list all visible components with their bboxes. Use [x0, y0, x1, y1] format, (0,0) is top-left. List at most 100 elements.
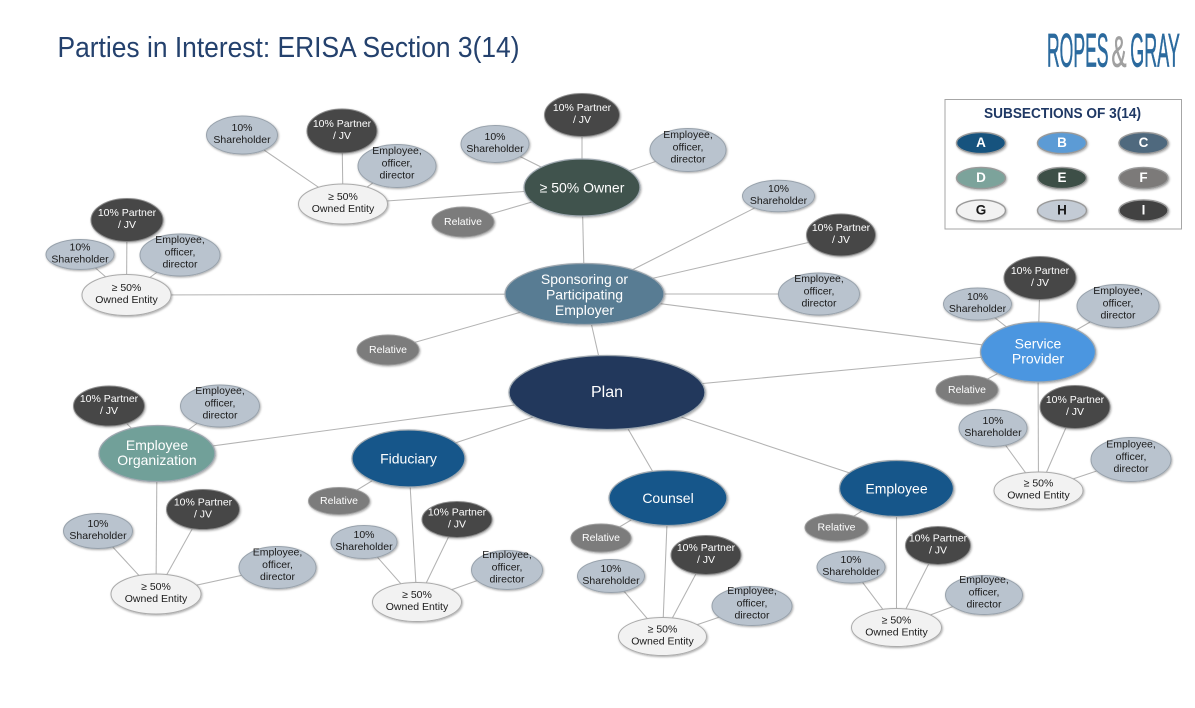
svg-text:Employee,: Employee,: [794, 273, 844, 285]
svg-text:ROPES: ROPES: [1047, 23, 1109, 76]
svg-text:director: director: [162, 259, 198, 271]
svg-text:10% Partner: 10% Partner: [98, 207, 157, 219]
svg-text:10% Partner: 10% Partner: [677, 542, 736, 554]
svg-text:director: director: [489, 574, 525, 586]
svg-text:Employer: Employer: [555, 302, 614, 318]
svg-text:Shareholder: Shareholder: [750, 195, 808, 207]
svg-text:C: C: [1139, 135, 1149, 150]
svg-text:officer,: officer,: [205, 397, 236, 409]
svg-text:≥ 50%: ≥ 50%: [141, 581, 171, 593]
svg-text:10%: 10%: [768, 183, 789, 195]
svg-text:Owned Entity: Owned Entity: [865, 627, 928, 639]
svg-text:10%: 10%: [982, 415, 1003, 427]
svg-text:10%: 10%: [967, 291, 988, 303]
svg-text:H: H: [1057, 202, 1067, 217]
svg-text:Shareholder: Shareholder: [335, 541, 393, 553]
svg-text:10%: 10%: [600, 563, 621, 575]
svg-text:/ JV: / JV: [333, 130, 351, 142]
svg-text:G: G: [976, 202, 987, 217]
svg-text:/ JV: / JV: [697, 554, 715, 566]
svg-text:director: director: [202, 410, 238, 422]
svg-text:director: director: [801, 298, 837, 310]
svg-text:Shareholder: Shareholder: [582, 575, 640, 587]
svg-text:≥ 50%: ≥ 50%: [882, 614, 912, 626]
svg-text:director: director: [670, 154, 706, 166]
svg-text:Employee,: Employee,: [372, 145, 422, 157]
svg-text:Provider: Provider: [1012, 350, 1064, 366]
svg-text:E: E: [1057, 170, 1066, 185]
svg-text:10% Partner: 10% Partner: [812, 222, 871, 234]
svg-text:officer,: officer,: [492, 561, 523, 573]
svg-text:officer,: officer,: [737, 597, 768, 609]
svg-text:10%: 10%: [69, 241, 90, 253]
svg-text:Relative: Relative: [320, 495, 358, 507]
svg-text:Relative: Relative: [948, 384, 986, 396]
svg-text:≥ 50%: ≥ 50%: [648, 623, 678, 635]
svg-text:10% Partner: 10% Partner: [174, 496, 233, 508]
svg-text:Owned Entity: Owned Entity: [631, 636, 694, 648]
svg-text:Relative: Relative: [582, 532, 620, 544]
svg-text:Counsel: Counsel: [642, 490, 693, 506]
svg-text:/ JV: / JV: [832, 234, 850, 246]
svg-text:I: I: [1142, 202, 1146, 217]
svg-text:10%: 10%: [484, 131, 505, 143]
svg-text:officer,: officer,: [382, 157, 413, 169]
svg-text:/ JV: / JV: [118, 219, 136, 231]
svg-text:10% Partner: 10% Partner: [553, 102, 612, 114]
svg-text:Plan: Plan: [591, 384, 623, 401]
svg-text:10%: 10%: [840, 554, 861, 566]
svg-text:Service: Service: [1015, 335, 1062, 351]
svg-text:Employee,: Employee,: [482, 549, 532, 561]
svg-text:officer,: officer,: [1103, 297, 1134, 309]
svg-text:Organization: Organization: [117, 452, 196, 468]
svg-text:director: director: [1113, 463, 1149, 475]
svg-text:F: F: [1139, 170, 1147, 185]
svg-text:officer,: officer,: [1116, 451, 1147, 463]
svg-text:Owned Entity: Owned Entity: [95, 294, 158, 306]
svg-text:director: director: [734, 610, 770, 622]
svg-text:Relative: Relative: [369, 344, 407, 356]
svg-text:Shareholder: Shareholder: [51, 254, 109, 266]
svg-text:≥ 50%: ≥ 50%: [402, 589, 432, 601]
svg-text:Employee,: Employee,: [195, 385, 245, 397]
svg-text:/ JV: / JV: [194, 509, 212, 521]
svg-text:Shareholder: Shareholder: [69, 530, 127, 542]
svg-text:Employee,: Employee,: [155, 234, 205, 246]
svg-text:Employee,: Employee,: [959, 574, 1009, 586]
svg-text:/ JV: / JV: [100, 405, 118, 417]
svg-text:D: D: [976, 170, 986, 185]
svg-text:GRAY: GRAY: [1130, 23, 1180, 76]
svg-text:/ JV: / JV: [573, 114, 591, 126]
svg-text:10% Partner: 10% Partner: [80, 393, 139, 405]
svg-text:/ JV: / JV: [448, 519, 466, 531]
svg-text:Relative: Relative: [444, 216, 482, 228]
svg-text:10% Partner: 10% Partner: [909, 532, 968, 544]
svg-text:Employee: Employee: [865, 480, 927, 496]
svg-text:Relative: Relative: [818, 521, 856, 533]
svg-text:Employee,: Employee,: [663, 129, 713, 141]
svg-text:Owned Entity: Owned Entity: [1007, 490, 1070, 502]
svg-text:officer,: officer,: [262, 559, 293, 571]
svg-text:10% Partner: 10% Partner: [428, 506, 487, 518]
svg-text:Shareholder: Shareholder: [964, 427, 1022, 439]
svg-text:10%: 10%: [353, 529, 374, 541]
svg-text:≥ 50%: ≥ 50%: [1024, 477, 1054, 489]
svg-text:director: director: [260, 571, 296, 583]
svg-text:A: A: [976, 135, 986, 150]
svg-text:Employee,: Employee,: [253, 547, 303, 559]
svg-text:Employee,: Employee,: [1093, 285, 1143, 297]
svg-text:officer,: officer,: [969, 586, 1000, 598]
svg-text:B: B: [1057, 135, 1067, 150]
svg-text:10% Partner: 10% Partner: [313, 118, 372, 130]
svg-text:≥ 50%: ≥ 50%: [328, 191, 358, 203]
svg-text:10%: 10%: [231, 122, 252, 134]
svg-text:Employee: Employee: [126, 437, 188, 453]
svg-text:Sponsoring or: Sponsoring or: [541, 271, 629, 287]
svg-text:director: director: [379, 170, 415, 182]
svg-text:officer,: officer,: [165, 246, 196, 258]
svg-text:Shareholder: Shareholder: [466, 143, 524, 155]
svg-text:director: director: [966, 599, 1002, 611]
svg-text:/ JV: / JV: [1066, 406, 1084, 418]
svg-text:Fiduciary: Fiduciary: [380, 450, 437, 466]
svg-text:10% Partner: 10% Partner: [1046, 394, 1105, 406]
